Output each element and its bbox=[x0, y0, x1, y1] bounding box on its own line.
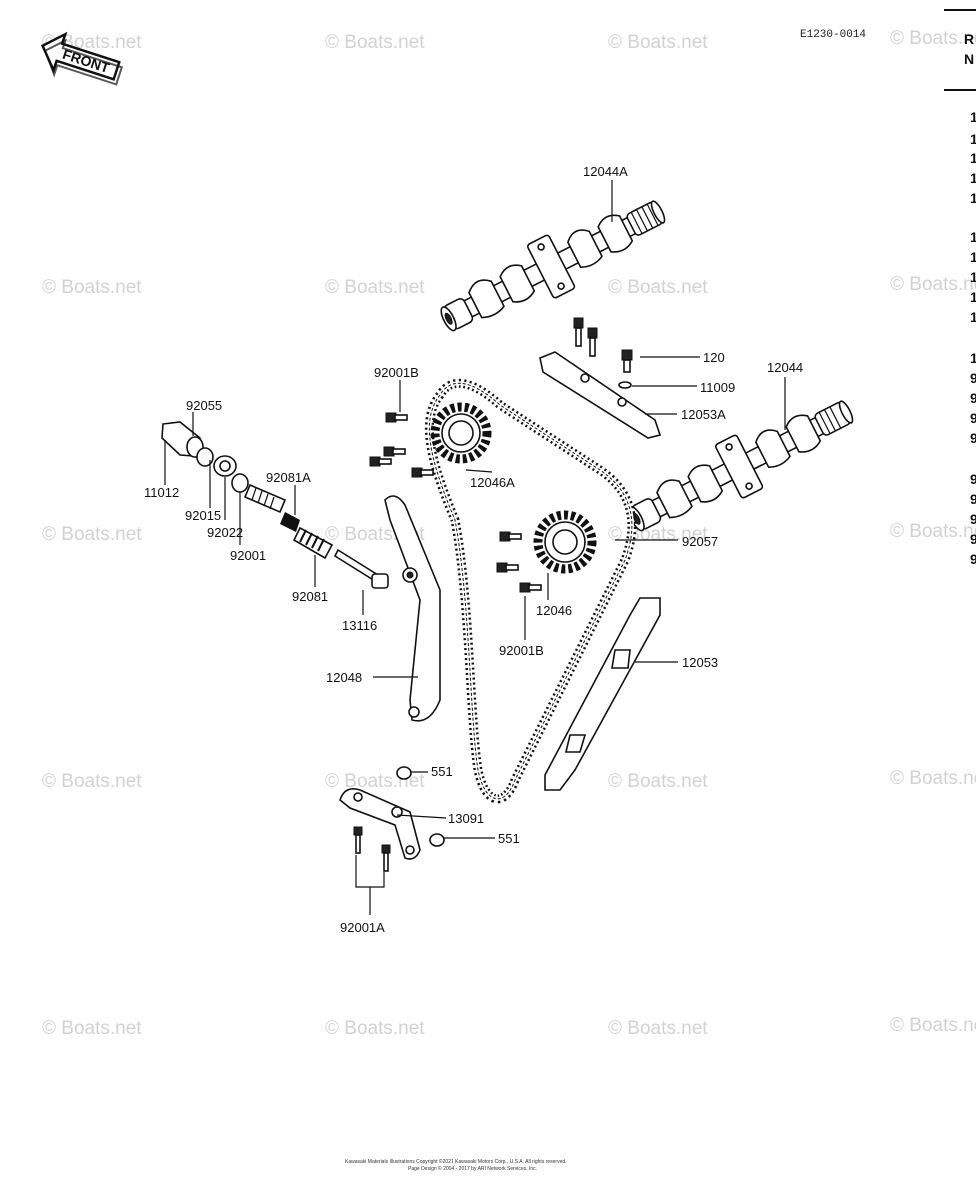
side-digit: 9 bbox=[970, 390, 976, 406]
side-digit: 1 bbox=[970, 229, 976, 245]
side-digit: 9 bbox=[970, 491, 976, 507]
watermark: © Boats.net bbox=[42, 524, 142, 545]
camshaft-upper bbox=[440, 200, 666, 332]
part-label: 92001B bbox=[499, 643, 544, 658]
part-label: 92001B bbox=[374, 365, 419, 380]
watermark: © Boats.net bbox=[890, 28, 976, 49]
watermark: © Boats.net bbox=[325, 32, 425, 53]
part-label: 120 bbox=[703, 350, 725, 365]
watermark: © Boats.net bbox=[608, 277, 708, 298]
part-label: 12044 bbox=[767, 360, 803, 375]
side-digit: 1 bbox=[970, 150, 976, 166]
part-labels: 12044A 12044 120 11009 12053A 92001B 120… bbox=[144, 164, 803, 935]
timing-chain bbox=[424, 378, 637, 804]
side-header-line: R bbox=[964, 31, 974, 47]
side-digit: 1 bbox=[970, 309, 976, 325]
part-label: 92057 bbox=[682, 534, 718, 549]
bolt-icon bbox=[369, 412, 542, 593]
part-label: 12053 bbox=[682, 655, 718, 670]
bolt-icon bbox=[573, 317, 633, 389]
watermark: © Boats.net bbox=[325, 1018, 425, 1039]
part-label: 12044A bbox=[583, 164, 628, 179]
side-digit: 1 bbox=[970, 350, 976, 366]
watermark: © Boats.net bbox=[608, 1018, 708, 1039]
watermark: © Boats.net bbox=[890, 521, 976, 542]
side-digit: 1 bbox=[970, 249, 976, 265]
chain-guide-upper bbox=[539, 351, 662, 439]
footer-line: Page Design © 2004 - 2017 by ARI Network… bbox=[408, 1165, 537, 1172]
part-label: 92022 bbox=[207, 525, 243, 540]
part-label: 551 bbox=[431, 764, 453, 779]
watermark-layer: © Boats.net © Boats.net © Boats.net © Bo… bbox=[42, 28, 976, 1039]
watermark: © Boats.net bbox=[42, 277, 142, 298]
side-digit: 9 bbox=[970, 410, 976, 426]
part-label: 13091 bbox=[448, 811, 484, 826]
part-label: 12046A bbox=[470, 475, 515, 490]
side-header-line: N bbox=[964, 51, 974, 67]
side-digit: 1 bbox=[970, 109, 976, 125]
watermark: © Boats.net bbox=[890, 768, 976, 789]
part-label: 92001 bbox=[230, 548, 266, 563]
part-label: 11012 bbox=[144, 485, 179, 500]
side-digit: 9 bbox=[970, 531, 976, 547]
part-label: 92081 bbox=[292, 589, 328, 604]
side-digit: 9 bbox=[970, 471, 976, 487]
side-digit: 1 bbox=[970, 269, 976, 285]
watermark: © Boats.net bbox=[42, 1018, 142, 1039]
part-label: 13116 bbox=[342, 618, 377, 633]
footer-line: Kawasaki Materials Illustrations Copyrig… bbox=[345, 1158, 567, 1165]
part-label: 12053A bbox=[681, 407, 726, 422]
part-label: 92015 bbox=[185, 508, 221, 523]
side-digit: 9 bbox=[970, 511, 976, 527]
sprocket-lower bbox=[533, 510, 597, 574]
side-digit: 1 bbox=[970, 289, 976, 305]
chain-guide-right bbox=[544, 597, 661, 791]
part-label: 11009 bbox=[700, 380, 735, 395]
watermark: © Boats.net bbox=[608, 771, 708, 792]
part-label: 92001A bbox=[340, 920, 385, 935]
chain-guide-bracket bbox=[339, 766, 445, 872]
side-digit: 9 bbox=[970, 370, 976, 386]
side-digit: 1 bbox=[970, 170, 976, 186]
side-digit: 9 bbox=[970, 551, 976, 567]
watermark: © Boats.net bbox=[608, 32, 708, 53]
side-digit: 9 bbox=[970, 430, 976, 446]
leader-lines bbox=[164, 180, 786, 915]
watermark: © Boats.net bbox=[325, 277, 425, 298]
side-parts-column: R N 1 1 1 1 1 1 1 1 1 1 1 9 9 9 9 9 9 9 9 9 bbox=[944, 9, 976, 567]
side-digit: 1 bbox=[970, 190, 976, 206]
camshaft-lower bbox=[628, 400, 854, 532]
watermark: © Boats.net bbox=[42, 771, 142, 792]
part-label: 12046 bbox=[536, 603, 572, 618]
side-digit-list: 1 1 1 1 1 1 1 1 1 1 1 9 9 9 9 9 9 9 9 9 bbox=[970, 109, 976, 567]
tensioner-arm bbox=[384, 495, 441, 722]
reference-code: E1230-0014 bbox=[800, 29, 866, 41]
tensioner-assembly bbox=[161, 421, 389, 589]
watermark: © Boats.net bbox=[890, 1015, 976, 1036]
part-label: 92081A bbox=[266, 470, 311, 485]
side-digit: 1 bbox=[970, 131, 976, 147]
watermark: © Boats.net bbox=[890, 274, 976, 295]
part-label: 92055 bbox=[186, 398, 222, 413]
footer: Kawasaki Materials Illustrations Copyrig… bbox=[345, 1158, 567, 1172]
part-label: 12048 bbox=[326, 670, 362, 685]
part-label: 551 bbox=[498, 831, 520, 846]
sprocket-upper bbox=[430, 402, 492, 464]
